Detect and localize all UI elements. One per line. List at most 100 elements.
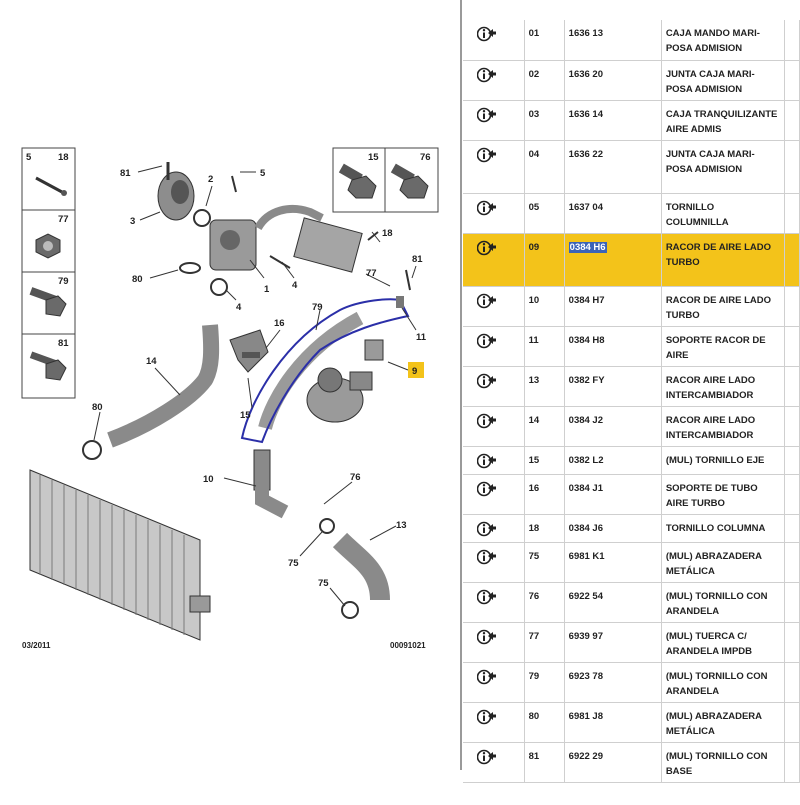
hose-10[interactable] bbox=[253, 449, 289, 519]
info-link-icon[interactable] bbox=[476, 293, 497, 309]
info-link-icon[interactable] bbox=[476, 67, 497, 83]
part-reference[interactable]: 0384 H6 bbox=[564, 233, 662, 287]
intake-pipe[interactable] bbox=[254, 205, 411, 291]
info-link-icon[interactable] bbox=[476, 549, 497, 565]
callout-80-b[interactable]: 80 bbox=[92, 402, 103, 413]
callout-15[interactable]: 15 bbox=[240, 410, 251, 421]
legend-box-15-76[interactable]: 15 76 bbox=[332, 147, 439, 213]
part-reference[interactable]: 6981 J8 bbox=[564, 702, 662, 743]
callout-4-b[interactable]: 4 bbox=[292, 280, 298, 291]
legend-box-5-18[interactable]: 5 18 bbox=[21, 147, 76, 211]
part-reference[interactable]: 6981 K1 bbox=[564, 542, 662, 583]
info-link-icon[interactable] bbox=[476, 749, 497, 765]
part-reference[interactable]: 1637 04 bbox=[564, 193, 662, 234]
part-reference[interactable]: 0382 FY bbox=[564, 366, 662, 407]
part-reference[interactable]: 0384 J2 bbox=[564, 406, 662, 447]
callout-13[interactable]: 13 bbox=[396, 520, 407, 531]
info-link-icon[interactable] bbox=[476, 413, 497, 429]
callout-77[interactable]: 77 bbox=[366, 268, 377, 279]
callout-2[interactable]: 2 bbox=[208, 174, 213, 185]
part-reference[interactable]: 1636 22 bbox=[564, 140, 662, 194]
callout-5[interactable]: 5 bbox=[260, 168, 266, 179]
callout-75-b[interactable]: 75 bbox=[318, 578, 329, 589]
row-end-cell bbox=[784, 60, 800, 101]
callout-16[interactable]: 16 bbox=[274, 318, 285, 329]
callout-80[interactable]: 80 bbox=[132, 274, 143, 285]
callout-76[interactable]: 76 bbox=[350, 472, 361, 483]
info-link-icon[interactable] bbox=[476, 453, 497, 469]
callout-14[interactable]: 14 bbox=[146, 356, 157, 367]
hose-14[interactable] bbox=[107, 324, 269, 448]
part-reference[interactable]: 6939 97 bbox=[564, 622, 662, 663]
callout-81[interactable]: 81 bbox=[120, 168, 131, 179]
info-link-icon[interactable] bbox=[476, 589, 497, 605]
info-link-icon[interactable] bbox=[476, 200, 497, 216]
part-reference[interactable]: 6923 78 bbox=[564, 662, 662, 703]
part-reference[interactable]: 6922 54 bbox=[564, 582, 662, 623]
callout-4[interactable]: 4 bbox=[236, 302, 242, 313]
info-link-icon[interactable] bbox=[476, 709, 497, 725]
part-reference[interactable]: 1636 14 bbox=[564, 100, 662, 141]
callout-11[interactable]: 11 bbox=[416, 332, 427, 343]
turbocharger[interactable] bbox=[306, 339, 384, 423]
info-link-icon[interactable] bbox=[476, 333, 497, 349]
row-end-cell bbox=[784, 193, 800, 234]
part-number: 05 bbox=[524, 193, 565, 234]
part-reference[interactable]: 0384 J1 bbox=[564, 474, 662, 515]
callout-79[interactable]: 79 bbox=[312, 302, 323, 313]
legend-box-79[interactable]: 79 bbox=[21, 271, 76, 335]
callout-18[interactable]: 18 bbox=[382, 228, 393, 239]
part-description: SOPORTE RACOR DE AIRE bbox=[661, 326, 785, 367]
info-link-icon[interactable] bbox=[476, 240, 497, 256]
callout-75[interactable]: 75 bbox=[288, 558, 299, 569]
info-link-icon[interactable] bbox=[476, 373, 497, 389]
intercooler[interactable] bbox=[29, 440, 211, 641]
part-reference-text: 0384 J6 bbox=[568, 522, 603, 534]
info-cell bbox=[463, 60, 525, 101]
callout-3[interactable]: 3 bbox=[130, 216, 135, 227]
info-link-icon[interactable] bbox=[476, 26, 497, 42]
legend-box-81[interactable]: 81 bbox=[21, 333, 76, 399]
part-reference[interactable]: 0384 H8 bbox=[564, 326, 662, 367]
info-link-icon[interactable] bbox=[476, 147, 497, 163]
info-link-icon[interactable] bbox=[476, 629, 497, 645]
part-reference[interactable]: 0384 H7 bbox=[564, 286, 662, 327]
part-reference[interactable]: 0382 L2 bbox=[564, 446, 662, 475]
info-link-icon[interactable] bbox=[476, 521, 497, 537]
part-reference[interactable]: 6922 29 bbox=[564, 742, 662, 783]
info-link-icon[interactable] bbox=[476, 481, 497, 497]
part-reference[interactable]: 1636 20 bbox=[564, 60, 662, 101]
callout-10[interactable]: 10 bbox=[203, 474, 214, 485]
info-link-icon[interactable] bbox=[476, 669, 497, 685]
info-link-icon[interactable] bbox=[476, 107, 497, 123]
hose-9-highlighted[interactable] bbox=[240, 296, 410, 444]
hose-13[interactable] bbox=[319, 518, 390, 619]
callout-81-b[interactable]: 81 bbox=[412, 254, 423, 265]
callout-1[interactable]: 1 bbox=[264, 284, 270, 295]
throttle-body-assembly[interactable] bbox=[157, 162, 257, 296]
part-reference[interactable]: 0384 J6 bbox=[564, 514, 662, 543]
callout-9-marker[interactable]: 9 bbox=[408, 362, 424, 378]
part-reference[interactable]: 1636 13 bbox=[564, 20, 662, 61]
legend-box-77[interactable]: 77 bbox=[21, 209, 76, 273]
legend-label-18: 18 bbox=[58, 152, 69, 163]
